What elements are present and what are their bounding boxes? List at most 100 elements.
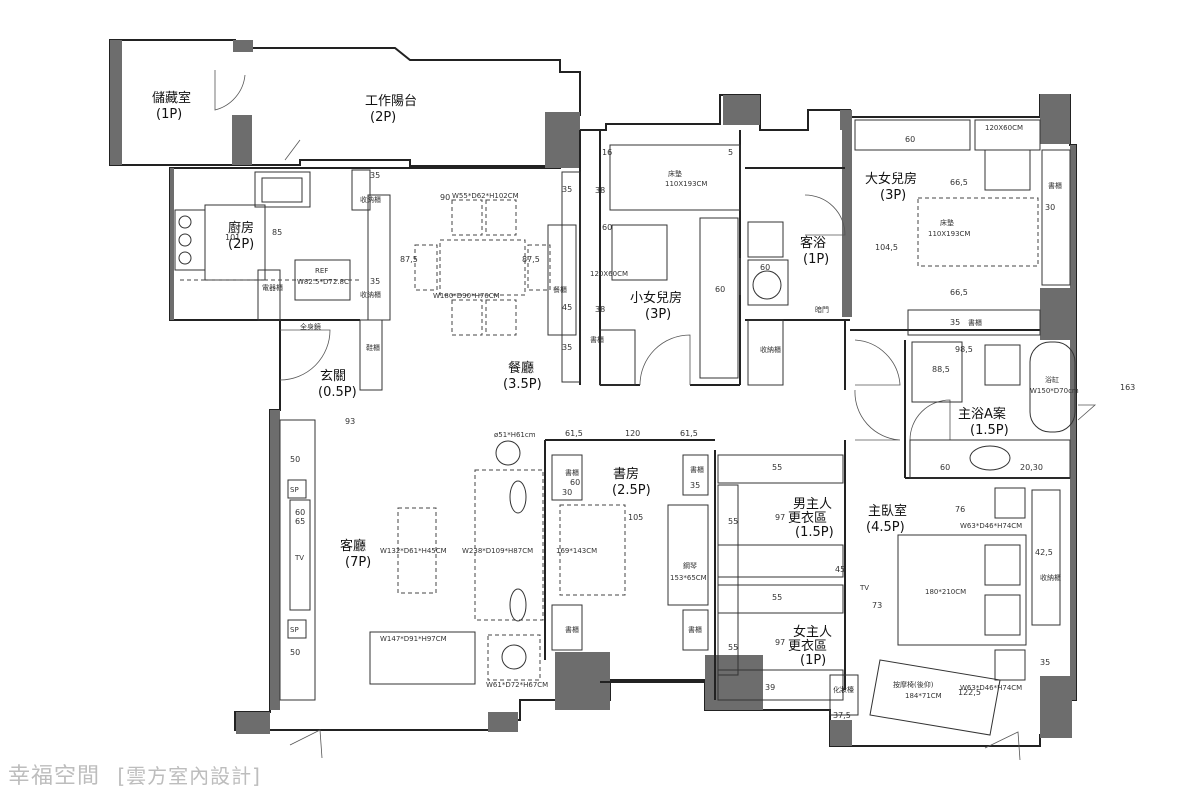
study-furniture — [551, 454, 709, 651]
room-master-bath-name: 主浴A案 — [958, 407, 1006, 422]
furniture-labels: W180*D90*H76CM W55*D62*H102CM REF W82.5*… — [290, 124, 1079, 700]
bookcase-label-3: 書櫃 — [565, 625, 579, 634]
room-master-bath-size: (1.5P) — [970, 423, 1009, 438]
room-guest-bath-name: 客浴 — [800, 235, 826, 251]
fridge-size-label: W82.5*D72.8C — [297, 278, 349, 286]
room-big-girl-size: (3P) — [880, 188, 906, 203]
bookcase-label-7: 書櫃 — [1048, 181, 1062, 190]
dim-66-5: 66,5 — [950, 288, 968, 297]
room-guest-bath-size: (1P) — [803, 252, 829, 267]
master-bath-fixtures — [909, 341, 1076, 479]
bed-big-size-label: 110X193CM — [928, 230, 970, 238]
dining-cabinet-label: 餐櫃 — [553, 285, 567, 294]
dim-35: 35 — [562, 185, 572, 194]
dining-bench-label: W55*D62*H102CM — [452, 192, 519, 200]
dim-35: 35 — [370, 277, 380, 286]
dim-88-5: 88,5 — [932, 365, 950, 374]
sp2-label: SP — [290, 626, 299, 634]
dim-60: 60 — [570, 478, 580, 487]
outer-walls — [109, 39, 1077, 747]
dim-163: 163 — [1120, 383, 1135, 392]
interior-walls — [280, 130, 1070, 700]
bookcase-label-5: 書櫃 — [690, 465, 704, 474]
closets — [717, 454, 859, 716]
bookcase-label-4: 書櫃 — [688, 625, 702, 634]
watermark-brand: 幸福空間 — [8, 764, 101, 789]
room-study-name: 書房 — [613, 466, 639, 482]
dim-105: 105 — [628, 513, 643, 522]
dim-30: 30 — [562, 488, 572, 497]
dining-table-label: W180*D90*H76CM — [433, 292, 500, 300]
room-living-size: (7P) — [345, 555, 371, 570]
dim-55: 55 — [772, 463, 782, 472]
room-foyer-size: (0.5P) — [318, 385, 357, 400]
dim-38: 38 — [595, 305, 605, 314]
dresser-label: 化妝檯 — [833, 685, 854, 694]
mirror-label: 全身鏡 — [300, 322, 321, 331]
storage-label-2: 收納櫃 — [360, 290, 381, 299]
dim-50: 50 — [290, 455, 300, 464]
dim-38: 38 — [595, 186, 605, 195]
dim-20-30: 20,30 — [1020, 463, 1043, 472]
room-study-size: (2.5P) — [612, 483, 651, 498]
room-small-girl-size: (3P) — [645, 307, 671, 322]
dim-120: 120 — [625, 429, 640, 438]
room-labels: 儲藏室 (1P) 工作陽台 (2P) 廚房 (2P) 餐廳 (3.5P) 玄關 … — [152, 90, 1009, 668]
dim-35: 35 — [370, 171, 380, 180]
desk-big-label: 120X60CM — [985, 124, 1023, 132]
room-kitchen-size: (2P) — [228, 237, 254, 252]
dim-90: 90 — [440, 193, 450, 202]
dim-37-5: 37,5 — [833, 711, 851, 720]
shoe-cabinet-label: 鞋櫃 — [366, 343, 380, 352]
dim-60: 60 — [905, 135, 915, 144]
room-kitchen-name: 廚房 — [228, 220, 254, 236]
bathtub-size-label: W150*D70cm — [1030, 387, 1079, 395]
room-her-closet-name: 女主人更衣區 — [788, 624, 832, 654]
dim-45: 45 — [835, 565, 845, 574]
storage-label-1: 收納櫃 — [360, 195, 381, 204]
bookcase-label-6: 書櫃 — [968, 318, 982, 327]
room-living-name: 客廳 — [340, 538, 366, 554]
sofa-label: W238*D109*H87CM — [462, 547, 533, 555]
sp-label: SP — [290, 486, 299, 494]
dim-35: 35 — [950, 318, 960, 327]
small-girl-room-furniture — [561, 144, 741, 386]
storage-label-4: 收納櫃 — [1040, 573, 1061, 582]
dim-73: 73 — [872, 601, 882, 610]
dim-87-5: 87,5 — [522, 255, 540, 264]
dim-76: 76 — [955, 505, 965, 514]
dim-61-5: 61,5 — [565, 429, 583, 438]
bathtub-label: 浴缸 — [1045, 375, 1059, 384]
watermark: 幸福空間 [雲方室內設計] — [8, 758, 261, 790]
guest-bath-fixtures — [747, 221, 789, 386]
lounge-label: W147*D91*H97CM — [380, 635, 447, 643]
dim-87-5: 87,5 — [400, 255, 418, 264]
dim-30: 30 — [1045, 203, 1055, 212]
dim-98-5: 98,5 — [955, 345, 973, 354]
dim-45: 45 — [562, 303, 572, 312]
room-master-size: (4.5P) — [866, 520, 905, 535]
cabinet-labels: 書櫃 書櫃 書櫃 書櫃 書櫃 書櫃 書櫃 收納櫃 收納櫃 收納櫃 收納櫃 鞋櫃 … — [262, 181, 1062, 694]
bookcase-label-1: 書櫃 — [590, 335, 604, 344]
dim-104-5: 104,5 — [875, 243, 898, 252]
storage-label-3: 收納櫃 — [760, 345, 781, 354]
dim-122-5: 122,5 — [958, 688, 981, 697]
room-storage-name: 儲藏室 — [152, 90, 191, 106]
room-dining-size: (3.5P) — [503, 377, 542, 392]
master-bedroom-furniture — [869, 487, 1061, 736]
dim-60: 60 — [295, 508, 305, 517]
room-dining-name: 餐廳 — [508, 360, 534, 376]
room-her-closet-size: (1P) — [800, 653, 826, 668]
hidden-door-label: 暗門 — [815, 305, 829, 314]
dim-5: 5 — [728, 148, 733, 157]
bed-small-label: 床墊 — [668, 169, 682, 178]
dim-61-5: 61,5 — [680, 429, 698, 438]
room-big-girl-name: 大女兒房 — [865, 171, 917, 187]
dim-97: 97 — [775, 638, 785, 647]
dim-35: 35 — [690, 481, 700, 490]
dim-55: 55 — [728, 517, 738, 526]
dim-60: 60 — [602, 223, 612, 232]
dim-60: 60 — [940, 463, 950, 472]
room-his-closet-name: 男主人更衣區 — [788, 497, 832, 526]
side-table-label: W61*D72*H67CM — [486, 681, 548, 689]
